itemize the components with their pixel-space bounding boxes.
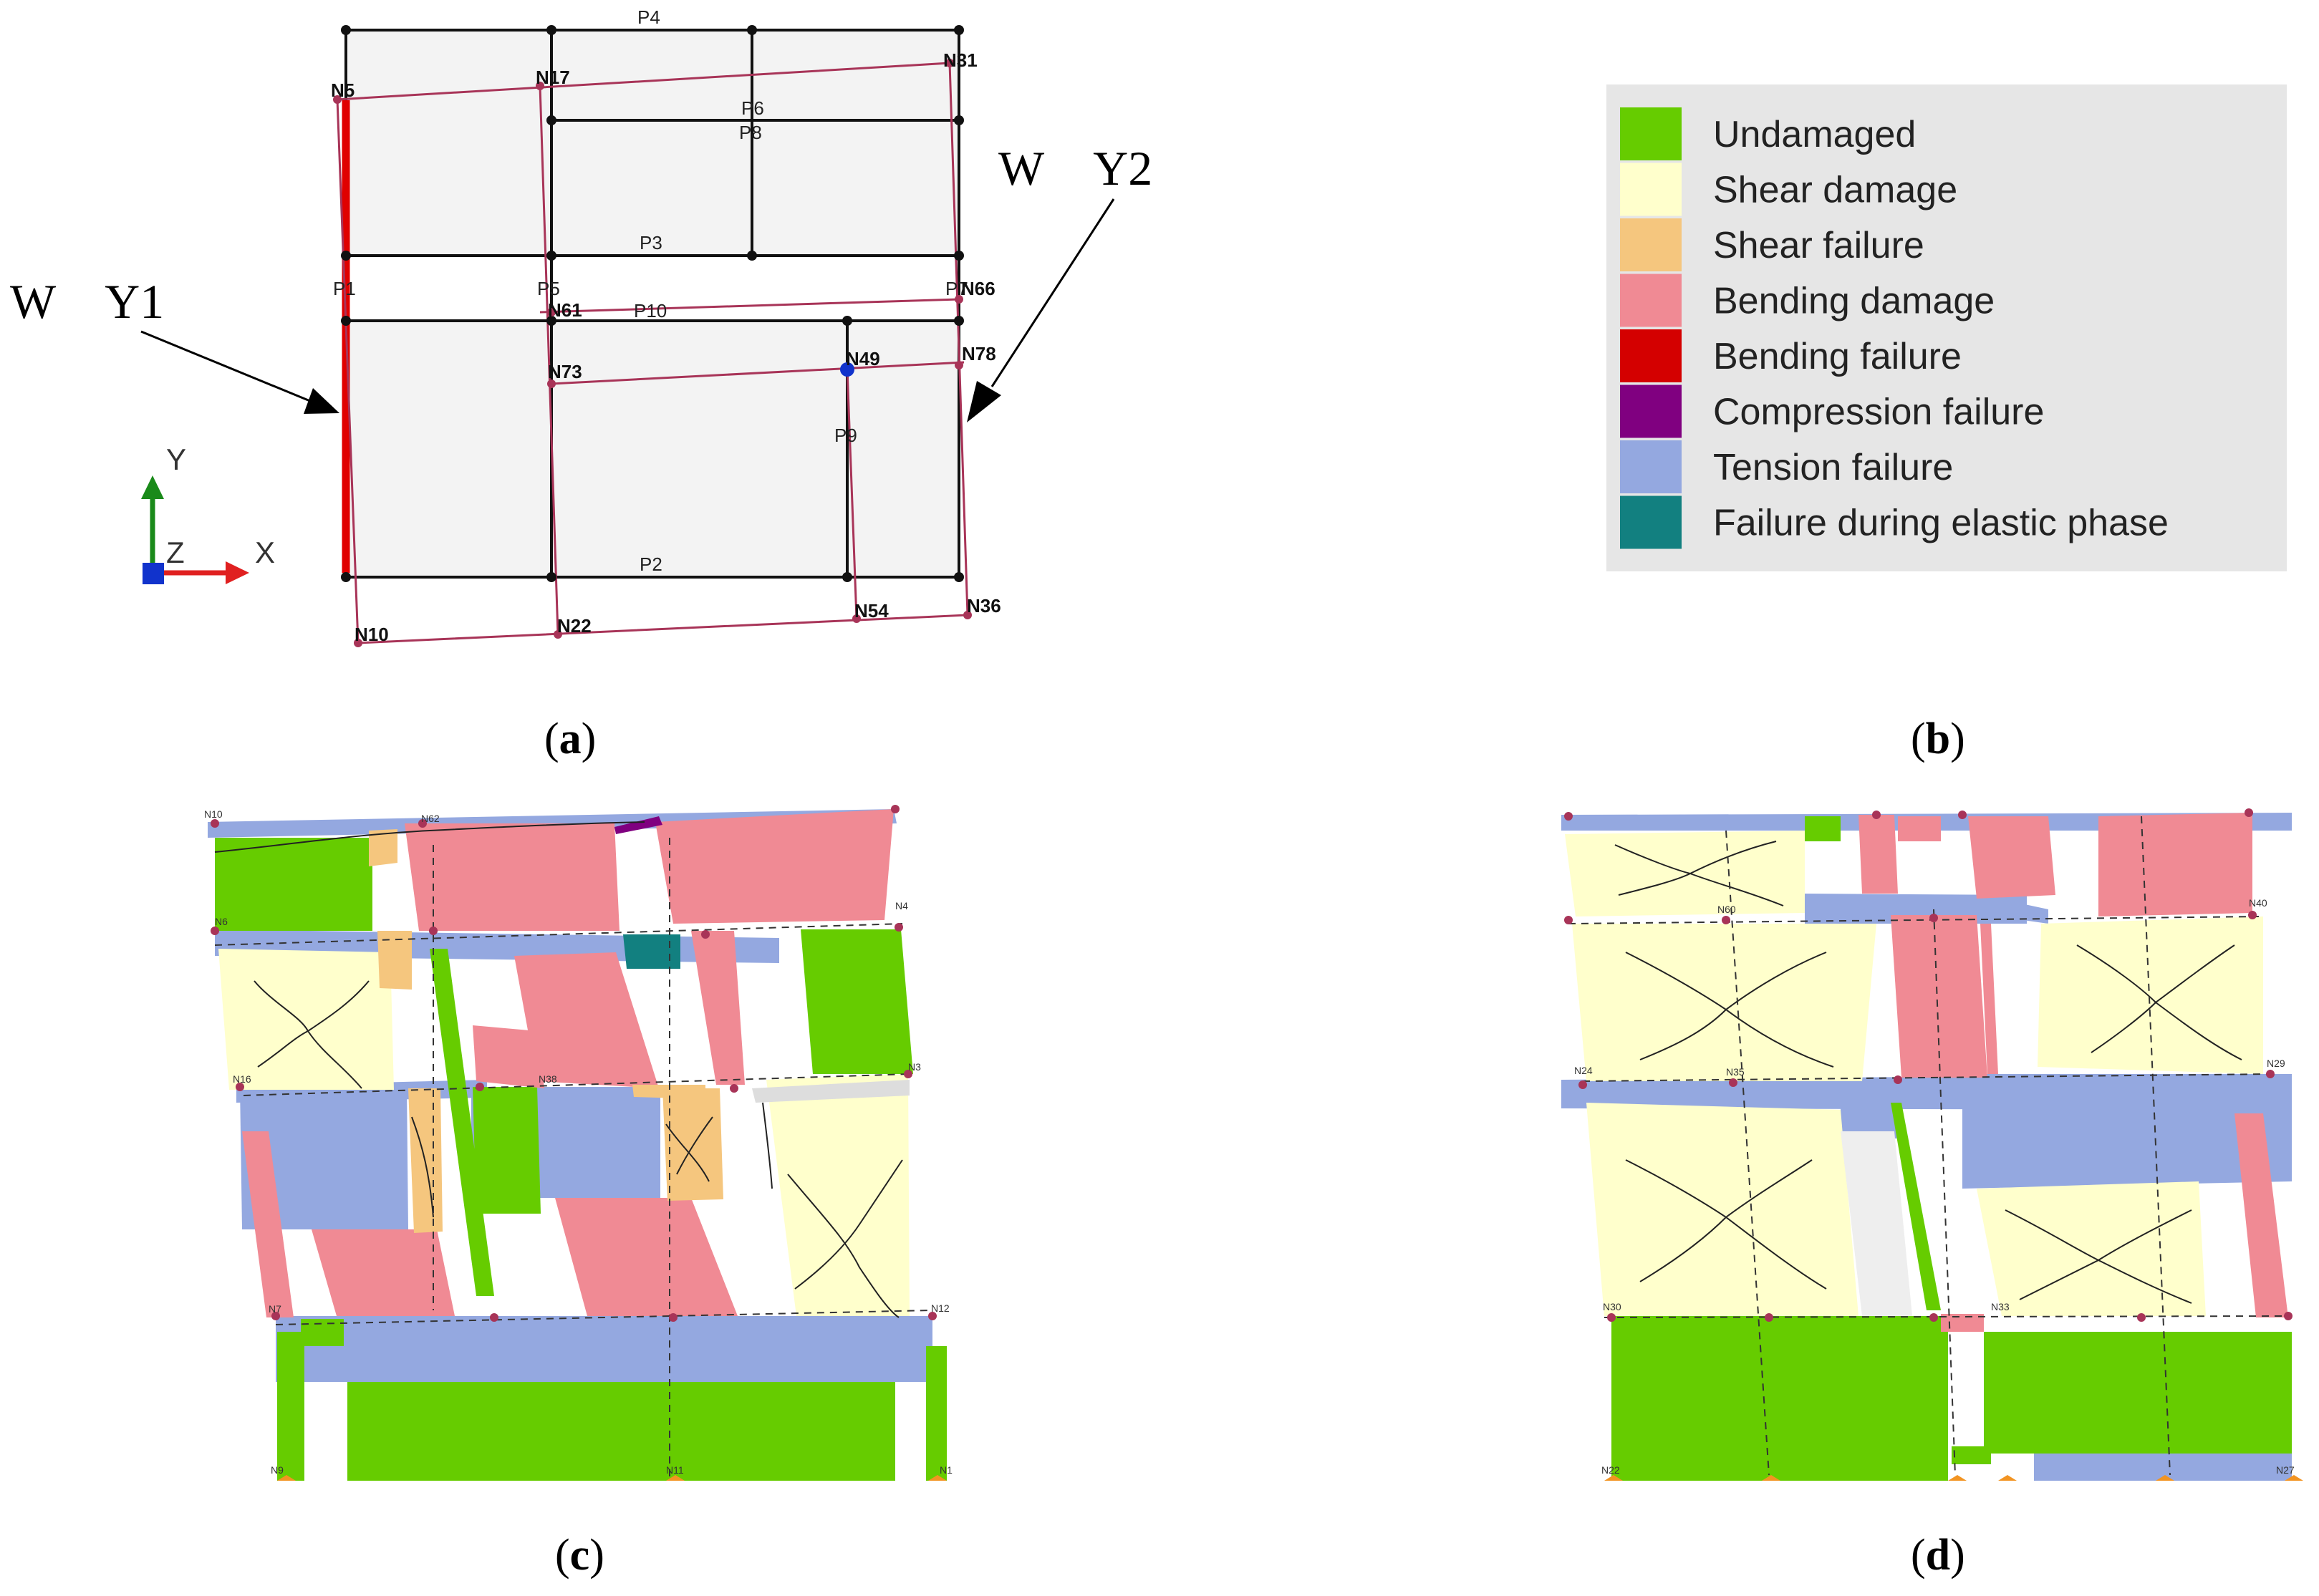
caption-b: (b) [1911,715,1965,763]
d-node-label-n22: N22 [1601,1464,1620,1476]
x-axis-arrow [226,561,249,584]
c-node-label-n16: N16 [233,1073,251,1085]
plan-slab-lower [346,321,959,577]
node-label-n61: N61 [548,299,582,321]
d-node-label-n24: N24 [1574,1065,1593,1076]
plan-nodes [341,25,964,582]
d-node-label-n30: N30 [1603,1301,1621,1312]
legend-label: Bending damage [1713,281,1995,322]
legend-swatch [1620,218,1682,271]
panel-label-p9: P9 [834,425,857,446]
caption-a-letter: a [559,715,582,763]
panel-label-p7: P7 [945,278,968,299]
wall-label-y1: W Y1 [10,274,164,329]
panel-label-p6: P6 [741,97,764,119]
plan-node-labels: N5 N17 N31 N61 N66 N73 N49 N78 N10 N22 N… [331,49,1001,645]
panel-label-p8: P8 [739,122,762,143]
panel-label-p4: P4 [637,6,660,28]
caption-a: (a) [544,715,596,763]
legend-label: Failure during elastic phase [1713,503,2169,544]
legend-swatch [1620,107,1682,160]
node-label-n31: N31 [943,49,978,71]
axis-label-y: Y [166,442,186,476]
node-label-n73: N73 [548,361,582,382]
panel-label-p1: P1 [333,278,356,299]
c-node-label-n7: N7 [269,1303,281,1315]
d-node-label-n40: N40 [2249,897,2267,909]
node-label-n78: N78 [962,343,996,364]
c-node-label-n62: N62 [421,813,440,824]
panel-label-p5: P5 [537,278,560,299]
c-node-label-n12: N12 [931,1302,950,1314]
d-node-label-n33: N33 [1991,1301,2010,1312]
legend-label: Bending failure [1713,336,1962,377]
panel-captions: (a) (b) (c) (d) [544,715,1965,1580]
c-node-label-n3: N3 [908,1061,921,1073]
node-label-n22: N22 [557,615,592,637]
caption-c: (c) [555,1531,604,1580]
c-node-label-n10: N10 [204,808,223,820]
node-label-n54: N54 [854,600,889,622]
axis-label-x: X [255,536,275,569]
d-node-label-n35: N35 [1726,1066,1745,1078]
c-node-label-n1: N1 [940,1464,953,1476]
d-node-label-n27: N27 [2276,1464,2295,1476]
wall-y1-arrow-shaft [140,330,319,406]
legend-label: Undamaged [1713,114,1916,155]
wall-y1-arrowhead [304,388,339,414]
panel-d-damage-map: N40 N24 N29 N30 N22 N27 N33 N60 N35 [1561,808,2303,1481]
wall-y2-arrowhead [967,381,1001,422]
legend-swatch [1620,385,1682,438]
c-node-label-n38: N38 [539,1073,557,1085]
c-node-label-n6: N6 [215,916,228,927]
wall-y2-arrow-shaft [990,198,1115,387]
legend-label: Compression failure [1713,392,2044,433]
panel-label-p10: P10 [634,300,667,321]
legend-swatch [1620,163,1682,216]
d-node-label-n60: N60 [1717,904,1736,915]
plan-deformed-nodes [333,59,972,647]
legend-swatch [1620,440,1682,493]
y-axis-arrow [141,475,164,499]
node-label-n5: N5 [331,79,355,101]
plan-panel-labels: P4 P6 P8 P3 P1 P5 P10 P7 P9 P2 [333,6,968,575]
panel-c-damage-map: N10 N62 N4 N6 N16 N38 N7 N3 N9 N11 N1 N1… [204,805,953,1481]
legend-swatch [1620,495,1682,549]
c-node-label-n11: N11 [666,1464,684,1476]
legend-swatch [1620,274,1682,327]
z-axis-marker [143,563,164,584]
legend-label: Shear damage [1713,170,1957,211]
plan-slab-upper [346,30,959,256]
axis-label-z: Z [166,536,185,569]
wall-label-y2: W Y2 [998,141,1152,195]
plan-grid [344,29,960,579]
node-label-n36: N36 [967,595,1001,616]
panel-label-p2: P2 [640,553,662,575]
node-label-n10: N10 [355,624,389,645]
axis-triad: Y Z X [141,442,275,584]
node-label-n66: N66 [961,278,995,299]
d-node-label-n29: N29 [2267,1058,2285,1069]
legend-box [1606,84,2287,571]
caption-d-letter: d [1926,1531,1950,1580]
panel-label-p3: P3 [640,232,662,253]
caption-b-letter: b [1926,715,1950,763]
c-node-label-n9: N9 [271,1464,284,1476]
caption-d: (d) [1911,1531,1965,1580]
node-label-n49: N49 [846,348,880,369]
legend-label: Shear failure [1713,225,1924,266]
legend-label: Tension failure [1713,447,1953,488]
caption-c-letter: c [570,1531,590,1580]
node-label-n17: N17 [536,67,570,88]
c-node-label-n4: N4 [895,900,908,911]
node-n49-marker [840,362,854,377]
legend-swatch [1620,329,1682,382]
panel-a-plan: P4 P6 P8 P3 P1 P5 P10 P7 P9 P2 N5 N17 N3… [10,6,1152,647]
